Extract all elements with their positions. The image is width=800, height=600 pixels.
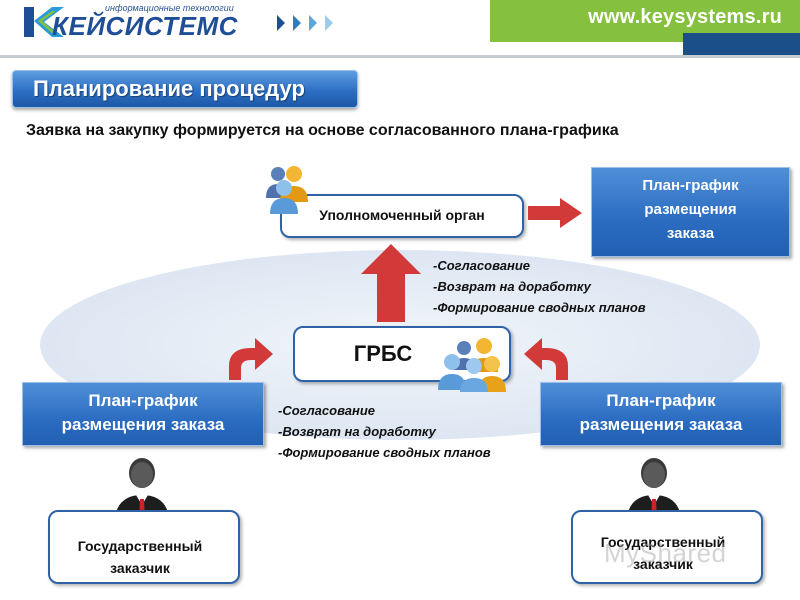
grbs-label: ГРБС [353, 341, 413, 366]
plan-box-top-right-line1: План-график [642, 177, 739, 194]
plan-box-right-line1: План-график [606, 391, 716, 410]
note-lower-3: -Формирование сводных планов [278, 445, 491, 460]
customer-right-line1: Государственный [600, 534, 726, 550]
note-lower-1: -Согласование [278, 403, 376, 418]
watermark: MyShared [604, 538, 727, 568]
plan-box-right-line2: размещения заказа [579, 415, 743, 434]
curved-arrow-right-icon [524, 338, 568, 380]
company-logo: информационные технологии КЕЙСИСТЕМС [12, 3, 252, 43]
plan-box-top-right: План-график размещения заказа [591, 167, 790, 257]
header-divider [0, 55, 800, 58]
plan-box-top-right-line2: размещения [644, 201, 737, 218]
logo-tagline: информационные технологии [105, 3, 234, 13]
slide-title: Планирование процедур [33, 76, 305, 101]
customer-left-line2: заказчик [110, 560, 170, 576]
plan-box-left: План-график размещения заказа [22, 382, 264, 446]
users-group-icon [266, 166, 308, 214]
notes-lower: -Согласование -Возврат на доработку -Фор… [278, 400, 491, 463]
plan-box-left-line2: размещения заказа [61, 415, 225, 434]
arrow-up-icon [361, 244, 421, 322]
plan-box-left-line1: План-график [88, 391, 198, 410]
customer-box-right: Государственный заказчик [571, 510, 763, 584]
authorized-body-node: Уполномоченный орган [280, 194, 524, 238]
curved-arrow-left-icon [229, 338, 273, 380]
customer-box-left: Государственный заказчик [48, 510, 240, 584]
site-url: www.keysystems.ru [588, 6, 782, 28]
logo-k-icon [24, 7, 64, 37]
customer-right-line2: заказчик [633, 556, 693, 572]
customer-left-line1: Государственный [77, 538, 203, 554]
users-group-icon-grbs [438, 338, 506, 392]
title-banner: Планирование процедур [12, 70, 358, 108]
note-lower-2: -Возврат на доработку [278, 424, 436, 439]
note-upper-3: -Формирование сводных планов [433, 300, 646, 315]
notes-upper: -Согласование -Возврат на доработку -Фор… [433, 255, 646, 318]
header-blue-bar [683, 33, 800, 55]
arrow-right-icon [528, 198, 582, 228]
logo-wordmark: КЕЙСИСТЕМС [52, 11, 238, 41]
slide-subtitle: Заявка на закупку формируется на основе … [26, 122, 619, 139]
note-upper-1: -Согласование [433, 258, 531, 273]
chevrons-icon [277, 15, 333, 31]
plan-box-right: План-график размещения заказа [540, 382, 782, 446]
plan-box-top-right-line3: заказа [666, 225, 715, 242]
authorized-body-label: Уполномоченный орган [319, 207, 485, 223]
note-upper-2: -Возврат на доработку [433, 279, 591, 294]
